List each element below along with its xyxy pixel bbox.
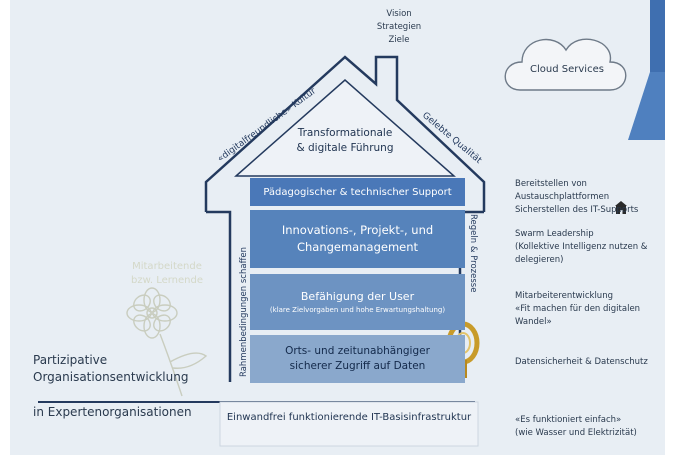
left-wall-label: Rahmenbedingungen schaffen bbox=[239, 247, 249, 377]
faded-line-2: bzw. Lernende bbox=[130, 275, 204, 286]
support-label: Pädagogischer & technischer Support bbox=[263, 186, 452, 198]
innovation-line-2: Changemanagement bbox=[296, 240, 419, 254]
access-line-2: sicherer Zugriff auf Daten bbox=[289, 360, 426, 372]
house-outline: «digitalfreundliche» Kultur Gelebte Qual… bbox=[38, 0, 665, 447]
right-block-support-line-2: Sicherstellen des IT-Supports bbox=[515, 205, 639, 215]
right-block-leadership-line-1: Swarm Leadership bbox=[515, 229, 594, 239]
foundation-label: Einwandfrei funktionierende IT-Basisinfr… bbox=[226, 412, 472, 423]
participative-line-2: Organisationsentwicklung bbox=[33, 370, 189, 384]
right-block-infra-line-2: (wie Wasser und Elektrizität) bbox=[515, 428, 637, 438]
right-block-development: Mitarbeiterentwicklung «Fit machen für d… bbox=[515, 290, 665, 329]
right-block-leadership-line-2: (Kollektive Intelligenz nutzen & delegie… bbox=[515, 242, 648, 265]
right-block-support-line-1: Bereitstellen von Austauschplattformen bbox=[515, 179, 610, 202]
right-block-security-line-1: Datensicherheit & Datenschutz bbox=[515, 357, 648, 367]
flower-icon bbox=[126, 287, 208, 397]
participative-line-3: in Expertenorganisationen bbox=[33, 405, 192, 419]
leadership-block: Transformationale & digitale Führung bbox=[290, 126, 400, 156]
house-icon bbox=[615, 201, 627, 214]
enablement-sub: (klare Zielvorgaben und hohe Erwartungsh… bbox=[269, 305, 446, 314]
participative-block: Partizipative Organisationsentwicklung bbox=[33, 352, 188, 386]
access-line-1: Orts- und zeitunabhängiger bbox=[285, 345, 430, 357]
access-band: Orts- und zeitunabhängiger sicherer Zugr… bbox=[250, 335, 465, 383]
corner-accent-arrow bbox=[628, 72, 665, 140]
enablement-title: Befähigung der User bbox=[300, 289, 415, 303]
support-band: Pädagogischer & technischer Support bbox=[250, 178, 465, 206]
leadership-line-1: Transformationale bbox=[297, 127, 393, 139]
goals-line: Ziele bbox=[388, 35, 410, 45]
faded-people-block: Mitarbeitende bzw. Lernende bbox=[122, 260, 212, 288]
right-block-security: Datensicherheit & Datenschutz bbox=[515, 356, 648, 369]
right-wall-label: Regeln & Prozesse bbox=[468, 214, 478, 292]
cloud-icon bbox=[504, 38, 627, 91]
right-block-development-line-1: Mitarbeiterentwicklung bbox=[515, 291, 613, 301]
leadership-line-2: & digitale Führung bbox=[296, 142, 394, 154]
innovation-line-1: Innovations-, Projekt-, und bbox=[281, 223, 434, 237]
vision-line: Vision bbox=[386, 9, 412, 19]
right-block-infra: «Es funktioniert einfach» (wie Wasser un… bbox=[515, 414, 637, 440]
vision-block: Vision Strategien Ziele bbox=[364, 8, 434, 47]
faded-line-1: Mitarbeitende bbox=[132, 261, 202, 272]
right-block-support: Bereitstellen von Austauschplattformen S… bbox=[515, 178, 665, 217]
right-block-infra-line-1: «Es funktioniert einfach» bbox=[515, 415, 622, 425]
strategy-line: Strategien bbox=[376, 22, 422, 32]
innovation-band: Innovations-, Projekt-, und Changemanage… bbox=[250, 210, 465, 268]
right-block-leadership: Swarm Leadership (Kollektive Intelligenz… bbox=[515, 228, 665, 267]
right-block-development-line-2: «Fit machen für den digitalen Wandel» bbox=[515, 304, 641, 327]
enablement-band: Befähigung der User (klare Zielvorgaben … bbox=[250, 274, 465, 330]
participative-line-1: Partizipative bbox=[33, 353, 108, 367]
cloud-services-label: Cloud Services bbox=[530, 64, 604, 75]
diagram-canvas: «digitalfreundliche» Kultur Gelebte Qual… bbox=[10, 0, 665, 455]
